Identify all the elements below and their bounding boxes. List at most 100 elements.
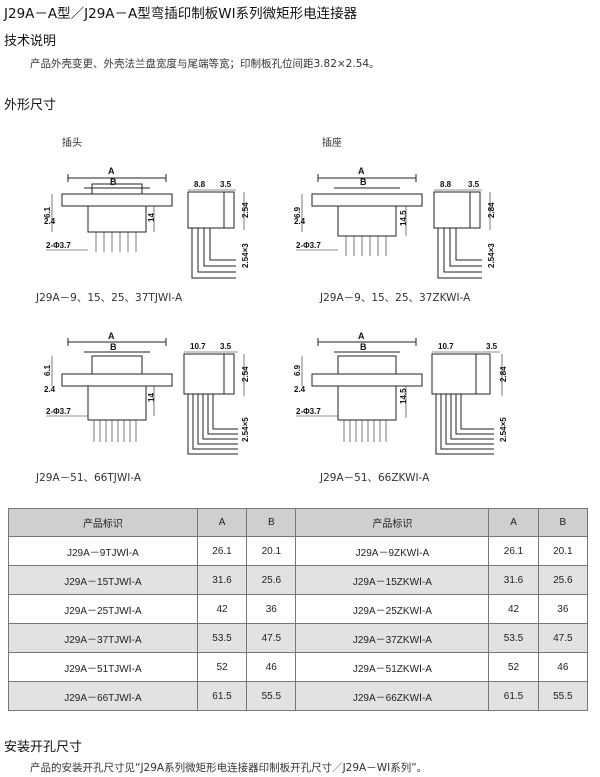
table-cell: J29A－66TJWⅠ-A	[8, 681, 198, 711]
table-cell: 47.5	[246, 623, 297, 653]
dim-h1: 6.1	[43, 364, 52, 376]
dim-w2: 3.5	[468, 180, 480, 189]
table-cell: 42	[488, 594, 539, 624]
table-cell: J29A－51ZKWⅠ-A	[295, 652, 490, 682]
table-row: J29A－25TJWⅠ-A 42 36 J29A－25ZKWⅠ-A 42 36	[8, 594, 589, 624]
section-heading-install: 安装开孔尺寸	[4, 740, 83, 755]
dim-a: A	[108, 331, 115, 341]
table-cell: J29A－25ZKWⅠ-A	[295, 594, 490, 624]
table-cell: 20.1	[246, 536, 297, 566]
page-title: J29A－A型／J29A－A型弯插印制板WⅠ系列微矩形电连接器	[4, 6, 358, 22]
dim-v1: 2.54	[241, 366, 250, 382]
drawing-plug-large-svg: A B 6.1 14 2-Φ3.7 2.4 10.7 3.5 2.54 2.54…	[43, 331, 250, 455]
table-cell: J29A－66ZKWⅠ-A	[295, 681, 490, 711]
drawing-socket-large: A B 6.9 14.5 2-Φ3.7 2.4 10.7 3.5 2.84 2.…	[282, 330, 542, 470]
dim-b: B	[360, 342, 367, 352]
table-cell: 55.5	[537, 681, 589, 711]
dim-a: A	[108, 166, 115, 176]
dim-h2: 14	[147, 213, 156, 222]
drawing-socket-small: A B 6.9 14.5 2-Φ3.7 2.4 8.8 3.5 2.84 2.5…	[282, 160, 542, 300]
table-cell: 20.1	[537, 536, 589, 566]
dim-pin: 2-Φ3.7	[296, 407, 321, 416]
dim-24: 2.4	[44, 217, 56, 226]
dim-h2: 14	[147, 393, 156, 402]
table-cell: 47.5	[537, 623, 589, 653]
table-cell: J29A－9ZKWⅠ-A	[295, 536, 490, 566]
table-cell: 31.6	[196, 565, 248, 595]
table-header-row: 产品标识 A B 产品标识 A B	[8, 508, 589, 537]
table-cell: 36	[246, 594, 297, 624]
install-description: 产品的安装开孔尺寸见“J29A系列微矩形电连接器印制板开孔尺寸／J29A－WⅠ系…	[30, 762, 428, 774]
table-cell: 46	[246, 652, 297, 682]
table-row: J29A－37TJWⅠ-A 53.5 47.5 J29A－37ZKWⅠ-A 53…	[8, 623, 589, 653]
table-header: 产品标识	[295, 508, 490, 537]
table-cell: J29A－51TJWⅠ-A	[8, 652, 198, 682]
table-cell: J29A－37ZKWⅠ-A	[295, 623, 490, 653]
dim-v2: 2.54×3	[487, 243, 496, 268]
table-cell: 25.6	[537, 565, 589, 595]
table-header: A	[196, 508, 248, 537]
dim-24: 2.4	[44, 385, 56, 394]
dim-w1: 8.8	[194, 180, 206, 189]
dim-h1: 6.9	[293, 364, 302, 376]
drawing-plug-large: A B 6.1 14 2-Φ3.7 2.4 10.7 3.5 2.54 2.54…	[22, 330, 282, 470]
socket-label: 插座	[322, 138, 342, 149]
dim-v2: 2.54×5	[241, 417, 250, 442]
dim-w2: 3.5	[220, 342, 232, 351]
table-cell: 26.1	[196, 536, 248, 566]
section-heading-tech: 技术说明	[4, 34, 57, 49]
dim-pin: 2-Φ3.7	[296, 241, 321, 250]
table-row: J29A－66TJWⅠ-A 61.5 55.5 J29A－66ZKWⅠ-A 61…	[8, 681, 589, 711]
dim-w1: 10.7	[438, 342, 454, 351]
table-cell: J29A－25TJWⅠ-A	[8, 594, 198, 624]
table-row: J29A－15TJWⅠ-A 31.6 25.6 J29A－15ZKWⅠ-A 31…	[8, 565, 589, 595]
dim-v1: 2.84	[487, 202, 496, 218]
dim-v2: 2.54×5	[499, 417, 508, 442]
drawing-caption-1: J29A－9、15、25、37TJWⅠ-A	[36, 292, 183, 304]
drawing-caption-4: J29A－51、66ZKWⅠ-A	[320, 472, 430, 484]
drawing-socket-small-svg: A B 6.9 14.5 2-Φ3.7 2.4 8.8 3.5 2.84 2.5…	[293, 166, 496, 279]
dim-h1: 6.9	[293, 206, 302, 218]
table-cell: 61.5	[196, 681, 248, 711]
dim-a: A	[358, 166, 365, 176]
dim-w1: 10.7	[190, 342, 206, 351]
dim-h2: 14.5	[399, 210, 408, 226]
dim-v2: 2.54×3	[241, 243, 250, 268]
table-cell: 31.6	[488, 565, 539, 595]
table-cell: 36	[537, 594, 589, 624]
drawing-caption-3: J29A－51、66TJWⅠ-A	[36, 472, 142, 484]
drawing-caption-2: J29A－9、15、25、37ZKWⅠ-A	[320, 292, 471, 304]
dim-b: B	[110, 342, 117, 352]
table-row: J29A－51TJWⅠ-A 52 46 J29A－51ZKWⅠ-A 52 46	[8, 652, 589, 682]
dim-v1: 2.84	[499, 366, 508, 382]
dim-b: B	[360, 177, 367, 187]
table-cell: 61.5	[488, 681, 539, 711]
table-cell: 46	[537, 652, 589, 682]
table-cell: J29A－15ZKWⅠ-A	[295, 565, 490, 595]
dim-h1: 6.1	[43, 206, 52, 218]
dim-pin: 2-Φ3.7	[46, 407, 71, 416]
dim-b: B	[110, 177, 117, 187]
dim-24: 2.4	[294, 385, 306, 394]
table-cell: 53.5	[488, 623, 539, 653]
dim-a: A	[358, 331, 365, 341]
table-header: B	[537, 508, 589, 537]
section-heading-dims: 外形尺寸	[4, 98, 57, 113]
spec-table: 产品标识 A B 产品标识 A B J29A－9TJWⅠ-A 26.1 20.1…	[8, 508, 589, 711]
table-cell: J29A－9TJWⅠ-A	[8, 536, 198, 566]
plug-label: 插头	[62, 138, 82, 149]
table-cell: J29A－15TJWⅠ-A	[8, 565, 198, 595]
table-cell: 26.1	[488, 536, 539, 566]
drawing-socket-large-svg: A B 6.9 14.5 2-Φ3.7 2.4 10.7 3.5 2.84 2.…	[293, 331, 508, 455]
table-cell: 42	[196, 594, 248, 624]
table-cell: 25.6	[246, 565, 297, 595]
drawing-plug-small-svg: A B 6.1 14 2-Φ3.7 2.4 8.8 3.5 2.54 2.54×…	[43, 166, 250, 279]
table-cell: 53.5	[196, 623, 248, 653]
dim-h2: 14.5	[399, 388, 408, 404]
table-header: 产品标识	[8, 508, 198, 537]
table-cell: J29A－37TJWⅠ-A	[8, 623, 198, 653]
table-cell: 52	[488, 652, 539, 682]
tech-description: 产品外壳变更、外壳法兰盘宽度与尾端等宽；印制板孔位间距3.82×2.54。	[30, 58, 380, 70]
table-row: J29A－9TJWⅠ-A 26.1 20.1 J29A－9ZKWⅠ-A 26.1…	[8, 536, 589, 566]
dim-v1: 2.54	[241, 202, 250, 218]
